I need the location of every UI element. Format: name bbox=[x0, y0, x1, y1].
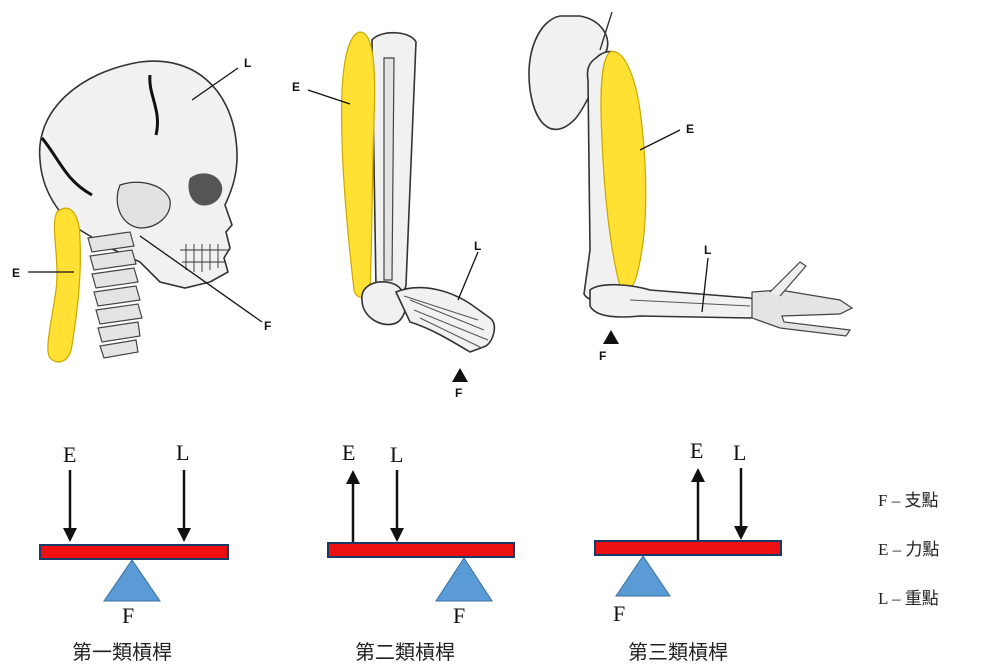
lever3-fulcrum bbox=[616, 556, 670, 596]
lever1-caption: 第一類槓桿 bbox=[72, 640, 172, 664]
forearm bbox=[590, 285, 758, 318]
lever2-fulcrum bbox=[436, 558, 492, 601]
skull-illustration: L E F bbox=[12, 56, 271, 362]
heel-bone bbox=[362, 282, 406, 325]
lever1-label-L: L bbox=[176, 440, 189, 465]
legend-item-effort: E – 力點 bbox=[878, 540, 939, 559]
lever1-label-E: E bbox=[63, 442, 76, 467]
calf-muscle bbox=[342, 32, 375, 297]
lever-class-2: E L F 第二類槓桿 bbox=[328, 440, 514, 664]
foot-bones bbox=[396, 288, 494, 352]
lever2-beam bbox=[328, 543, 514, 557]
foot-fulcrum-marker bbox=[452, 368, 468, 382]
legend-item-load: L – 重點 bbox=[878, 589, 939, 608]
lever2-label-L: L bbox=[390, 442, 403, 467]
skull-label-F: F bbox=[264, 319, 271, 333]
lever1-beam bbox=[40, 545, 228, 559]
skull-label-E: E bbox=[12, 266, 20, 280]
lever3-label-E: E bbox=[690, 438, 703, 463]
lever3-label-L: L bbox=[733, 440, 746, 465]
foot-label-E: E bbox=[292, 80, 300, 94]
lever3-caption: 第三類槓桿 bbox=[628, 640, 728, 664]
neck-muscle bbox=[48, 208, 81, 362]
arm-label-F: F bbox=[599, 349, 606, 363]
lever2-label-E: E bbox=[342, 440, 355, 465]
arm-illustration: E L F bbox=[529, 12, 852, 363]
lever-class-3: E L F 第三類槓桿 bbox=[595, 438, 781, 664]
hand bbox=[752, 290, 852, 336]
foot-illustration: E L F bbox=[292, 32, 494, 400]
lever-class-1: E L F 第一類槓桿 bbox=[40, 440, 228, 664]
lever1-label-F: F bbox=[122, 603, 134, 628]
foot-label-L: L bbox=[474, 239, 481, 253]
lever1-fulcrum bbox=[104, 560, 160, 601]
lever3-label-F: F bbox=[613, 601, 625, 626]
legend: F – 支點 E – 力點 L – 重點 bbox=[878, 491, 939, 608]
lever2-caption: 第二類槓桿 bbox=[355, 640, 455, 664]
skull-label-L: L bbox=[244, 56, 251, 70]
legend-item-fulcrum: F – 支點 bbox=[878, 491, 938, 510]
lever2-label-F: F bbox=[453, 603, 465, 628]
arm-label-L: L bbox=[704, 243, 711, 257]
arm-label-E: E bbox=[686, 122, 694, 136]
lever3-beam bbox=[595, 541, 781, 555]
foot-label-F: F bbox=[455, 386, 462, 400]
arm-fulcrum-marker bbox=[603, 330, 619, 344]
